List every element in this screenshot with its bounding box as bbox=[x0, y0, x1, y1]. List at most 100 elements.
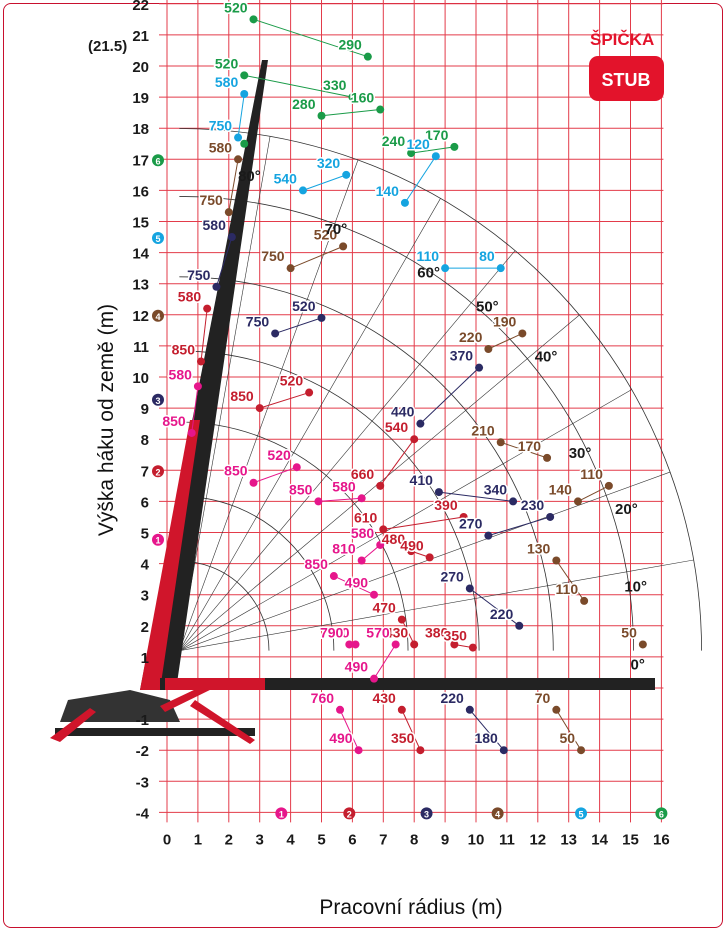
label-s4-1: 750 bbox=[199, 192, 223, 208]
point-s3-6 bbox=[434, 488, 443, 497]
point-s3-0 bbox=[227, 233, 236, 242]
label-s5-0: 580 bbox=[215, 74, 239, 90]
series-4-link-2 bbox=[290, 245, 344, 269]
x-marker-3 bbox=[420, 807, 433, 820]
label-s2-15: 350 bbox=[391, 730, 415, 746]
point-s1-7 bbox=[376, 540, 385, 549]
angle-label-7: 10° bbox=[624, 579, 647, 596]
point-s2-0 bbox=[203, 304, 212, 313]
series-6-link-6 bbox=[411, 146, 455, 154]
label-s1-2: 520 bbox=[267, 447, 291, 463]
x-tick-2: 2 bbox=[225, 831, 233, 848]
x-marker-2 bbox=[343, 807, 356, 820]
x-tick-12: 12 bbox=[529, 831, 546, 848]
y-marker-label-2: 2 bbox=[155, 467, 160, 477]
radius-arc-6 bbox=[179, 128, 702, 651]
x-marker-5 bbox=[575, 807, 588, 820]
point-s2-5 bbox=[376, 481, 385, 490]
radius-arc-0 bbox=[179, 560, 270, 651]
point-s1-15 bbox=[354, 746, 363, 755]
point-s1-11 bbox=[345, 640, 354, 649]
label-s4-5: 220 bbox=[459, 329, 483, 345]
angle-labels: 80°70°60°50°40°30°20°10°0° bbox=[238, 168, 647, 673]
radius-arc-1 bbox=[179, 495, 335, 651]
y-tick-6: 6 bbox=[141, 494, 149, 511]
label-s1-14: 760 bbox=[311, 690, 335, 706]
label-s1-4: 580 bbox=[332, 478, 356, 494]
label-s5-6: 110 bbox=[417, 248, 440, 264]
max-height-label: (21.5) bbox=[88, 38, 127, 55]
x-marker-label-6: 6 bbox=[659, 809, 664, 819]
point-s6-5 bbox=[376, 105, 385, 114]
point-s5-4 bbox=[431, 152, 440, 161]
stub-badge bbox=[589, 56, 664, 101]
angle-label-1: 70° bbox=[325, 221, 348, 238]
label-s1-15: 490 bbox=[329, 730, 353, 746]
point-s4-1 bbox=[224, 208, 233, 217]
point-s6-0 bbox=[249, 15, 258, 24]
point-s1-13 bbox=[370, 674, 379, 683]
series-5-link-4 bbox=[404, 155, 437, 204]
label-s5-7: 80 bbox=[479, 248, 495, 264]
label-s6-4: 280 bbox=[292, 96, 316, 112]
x-marker-6 bbox=[655, 807, 668, 820]
label-s2-5: 660 bbox=[351, 466, 375, 482]
point-s4-4 bbox=[518, 329, 527, 338]
point-s3-12 bbox=[465, 705, 474, 714]
point-s4-5 bbox=[484, 345, 493, 354]
point-s5-7 bbox=[496, 264, 505, 273]
point-s6-2 bbox=[240, 71, 249, 80]
label-s5-3: 540 bbox=[274, 170, 298, 186]
crane-outrigger-right bbox=[190, 700, 255, 744]
point-s5-3 bbox=[298, 186, 307, 195]
label-s4-14: 50 bbox=[621, 624, 637, 640]
boom-angle-arcs bbox=[179, 128, 702, 651]
y-tick-8: 8 bbox=[141, 432, 149, 449]
point-s2-14 bbox=[397, 705, 406, 714]
series-1-link-2 bbox=[253, 466, 297, 484]
point-s1-6 bbox=[357, 556, 366, 565]
x-tick-1: 1 bbox=[194, 831, 202, 848]
y-tick-12: 12 bbox=[132, 308, 149, 325]
crane-illustration bbox=[50, 60, 655, 744]
x-tick-15: 15 bbox=[622, 831, 639, 848]
radius-arc-3 bbox=[179, 350, 480, 651]
series-5-link-0 bbox=[237, 93, 245, 138]
label-s4-0: 580 bbox=[209, 139, 233, 155]
label-s3-13: 180 bbox=[474, 730, 498, 746]
label-s3-1: 750 bbox=[187, 267, 211, 283]
angle-label-5: 30° bbox=[569, 445, 592, 462]
label-s4-8: 140 bbox=[549, 481, 573, 497]
label-s3-2: 520 bbox=[292, 298, 316, 314]
series-1-link-12 bbox=[373, 644, 397, 679]
x-tick-3: 3 bbox=[256, 831, 264, 848]
label-s1-6: 810 bbox=[332, 540, 356, 556]
label-s6-5: 160 bbox=[351, 90, 375, 106]
label-s1-3: 850 bbox=[224, 463, 248, 479]
x-marker-4 bbox=[491, 807, 504, 820]
point-s1-3 bbox=[249, 478, 258, 487]
x-tick-13: 13 bbox=[560, 831, 577, 848]
x-tick-14: 14 bbox=[591, 831, 608, 848]
point-s4-13 bbox=[577, 746, 586, 755]
point-s1-0 bbox=[193, 382, 202, 391]
label-s3-8: 230 bbox=[521, 497, 545, 513]
point-s4-8 bbox=[573, 497, 582, 506]
angle-line-60 bbox=[179, 198, 441, 651]
x-tick-11: 11 bbox=[499, 831, 515, 848]
series-2-link-10 bbox=[401, 619, 415, 645]
label-s4-9: 110 bbox=[580, 466, 603, 482]
x-marker-label-2: 2 bbox=[347, 809, 352, 819]
point-s2-7 bbox=[459, 512, 468, 521]
y-marker-2 bbox=[152, 465, 164, 478]
angle-label-8: 0° bbox=[631, 656, 645, 673]
label-s2-7: 390 bbox=[434, 497, 458, 513]
point-s4-14 bbox=[638, 640, 647, 649]
point-s3-13 bbox=[499, 746, 508, 755]
label-s2-11: 430 bbox=[385, 624, 409, 640]
top-label: ŠPIČKA bbox=[590, 30, 654, 49]
series-2-link-4 bbox=[379, 438, 415, 487]
main-boom-red bbox=[140, 420, 200, 690]
